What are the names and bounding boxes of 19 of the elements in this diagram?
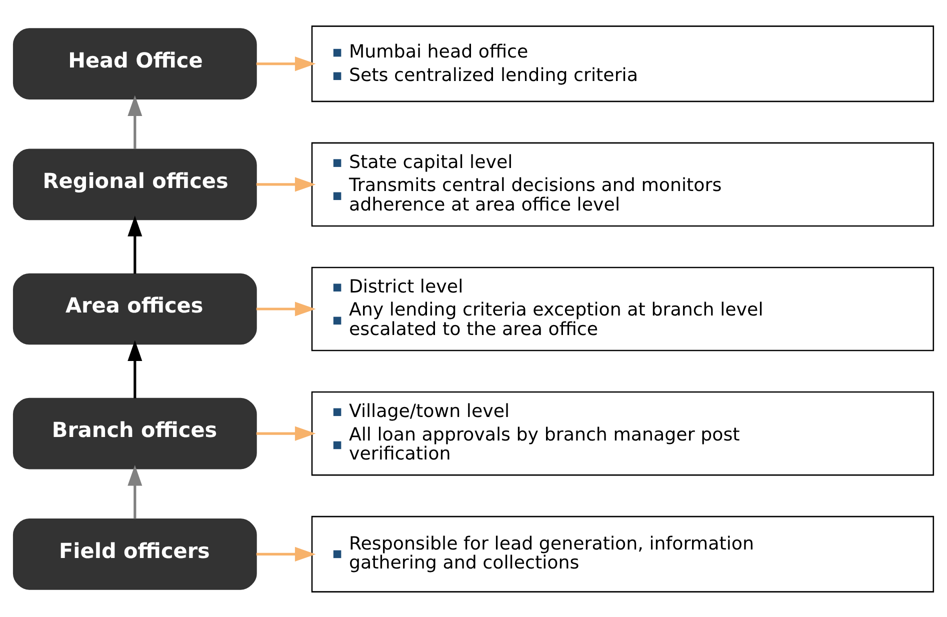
node-box: Mumbai head office Sets centralized lending criteria: [311, 25, 934, 102]
node-box: Village/town level All loan approvals by branch manager post verification: [311, 390, 934, 476]
node-box: Field officers: [12, 518, 257, 590]
node-box: Head Office: [12, 28, 257, 99]
arrow: [256, 176, 316, 192]
node-box: State capital level Transmits central decisions and monitors adherence at area office level: [311, 142, 934, 226]
node-box: Regional offices: [12, 148, 257, 220]
node-box: Responsible for lead generation, information gathering and collections: [311, 515, 934, 592]
arrow: [128, 94, 142, 149]
arrow: [256, 546, 316, 561]
node-box: District level Any lending criteria exception at branch level escalated to the area office: [311, 266, 934, 351]
node-box: Branch offices: [12, 397, 257, 469]
arrow: [256, 56, 316, 71]
arrow: [256, 426, 316, 440]
arrow: [128, 340, 142, 398]
node-box: Area offices: [12, 272, 257, 344]
arrow: [128, 215, 142, 274]
arrow: [128, 464, 142, 518]
arrow: [256, 301, 316, 316]
